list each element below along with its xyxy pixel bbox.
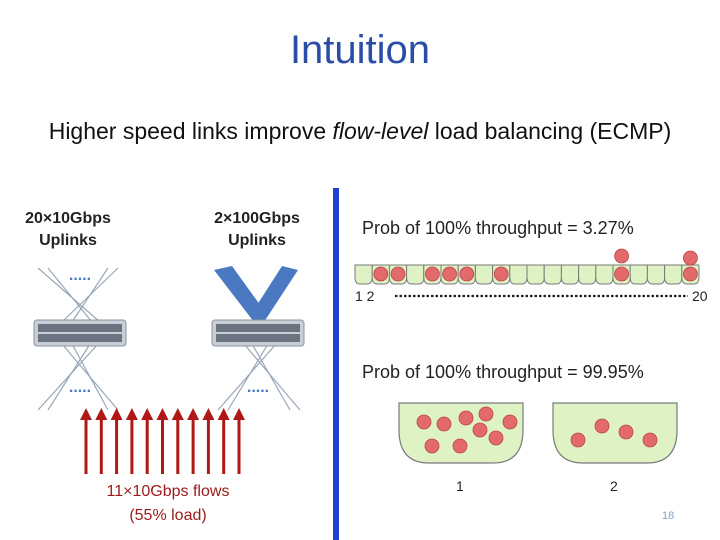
small-bin [543, 264, 562, 285]
small-bin [646, 264, 666, 285]
flow-arrow [156, 408, 169, 474]
flow-ball [570, 432, 586, 448]
small-bin [595, 264, 614, 285]
vertical-divider [333, 188, 339, 540]
flow-arrow [187, 408, 200, 474]
big-bin-1 [398, 402, 524, 464]
flow-arrow [80, 408, 92, 474]
small-bin [406, 264, 425, 285]
subtitle-text-after: load balancing (ECMP) [428, 118, 672, 144]
flow-ball [493, 266, 509, 282]
small-bins [354, 264, 700, 285]
small-bin [526, 264, 545, 285]
flow-ball [642, 432, 658, 448]
big-bin-1-label: 1 [456, 478, 464, 494]
flow-ball [478, 406, 494, 422]
bin-start-label: 1 2 [355, 288, 375, 304]
switch-right [211, 319, 305, 347]
flow-arrow [141, 408, 154, 474]
flow-ball [452, 438, 468, 454]
bin-end-label: 20 [692, 288, 708, 304]
flow-ball [683, 250, 698, 266]
flows-line1: 11×10Gbps flows [106, 483, 230, 500]
flow-ball [488, 430, 504, 446]
prob-bottom-label: Prob of 100% throughput = 99.95% [362, 362, 644, 382]
small-bin [354, 264, 373, 285]
flow-arrow [202, 408, 215, 474]
flow-arrow [233, 408, 245, 474]
big-bin-balls [416, 406, 658, 454]
flow-ball [614, 248, 629, 264]
flow-ball [458, 410, 474, 426]
small-bin [474, 264, 494, 285]
subtitle-emphasis: flow-level [332, 118, 429, 144]
small-bin [560, 264, 580, 285]
flow-arrow [95, 408, 108, 474]
uplinks-100g-line1: 2×100Gbps [214, 210, 300, 227]
ellipsis-top-left: ..... [69, 267, 91, 284]
thin-downlinks-right [217, 343, 301, 411]
flow-arrow [217, 408, 230, 474]
uplinks-10g-line1: 20×10Gbps [25, 210, 111, 227]
flows-line2: (55% load) [129, 507, 207, 524]
flow-ball [459, 266, 475, 282]
big-bin-2-label: 2 [610, 478, 618, 494]
uplinks-100g-label: 2×100Gbps Uplinks [200, 208, 314, 252]
flow-ball [416, 414, 432, 430]
flow-ball [442, 266, 458, 282]
ellipsis-bottom-left: ..... [69, 379, 91, 396]
small-bin-balls [373, 248, 698, 282]
small-bin [578, 264, 597, 285]
flow-ball [424, 266, 440, 282]
flows-label: 11×10Gbps flows (55% load) [78, 480, 258, 528]
flow-arrow [110, 408, 123, 474]
thick-uplinks-right [214, 266, 298, 322]
flow-ball [683, 266, 698, 282]
uplinks-10g-line2: Uplinks [39, 232, 97, 249]
slide-subtitle: Higher speed links improve flow-level lo… [0, 118, 720, 145]
subtitle-text-before: Higher speed links improve [48, 118, 333, 144]
ellipsis-bottom-right: ..... [247, 379, 269, 396]
flow-ball [373, 266, 389, 282]
small-bin [629, 264, 648, 285]
flow-ball [424, 438, 440, 454]
slide-number: 18 [662, 510, 675, 522]
thin-uplinks-left [37, 267, 119, 411]
flow-ball [618, 424, 634, 440]
big-bin-2 [552, 402, 678, 464]
flow-ball [502, 414, 518, 430]
flow-ball [614, 266, 629, 282]
flow-ball [472, 422, 488, 438]
flow-arrow [171, 408, 184, 474]
flow-arrows [80, 408, 245, 474]
small-bin [509, 264, 528, 285]
uplinks-100g-line2: Uplinks [228, 232, 286, 249]
flow-ball [436, 416, 452, 432]
flow-arrow [125, 408, 138, 474]
slide-title: Intuition [289, 28, 431, 72]
flow-ball [594, 418, 610, 434]
uplinks-10g-label: 20×10Gbps Uplinks [18, 208, 118, 252]
small-bin [664, 264, 683, 285]
flow-ball [390, 266, 406, 282]
prob-top-label: Prob of 100% throughput = 3.27% [362, 218, 634, 238]
switch-left [33, 319, 127, 347]
